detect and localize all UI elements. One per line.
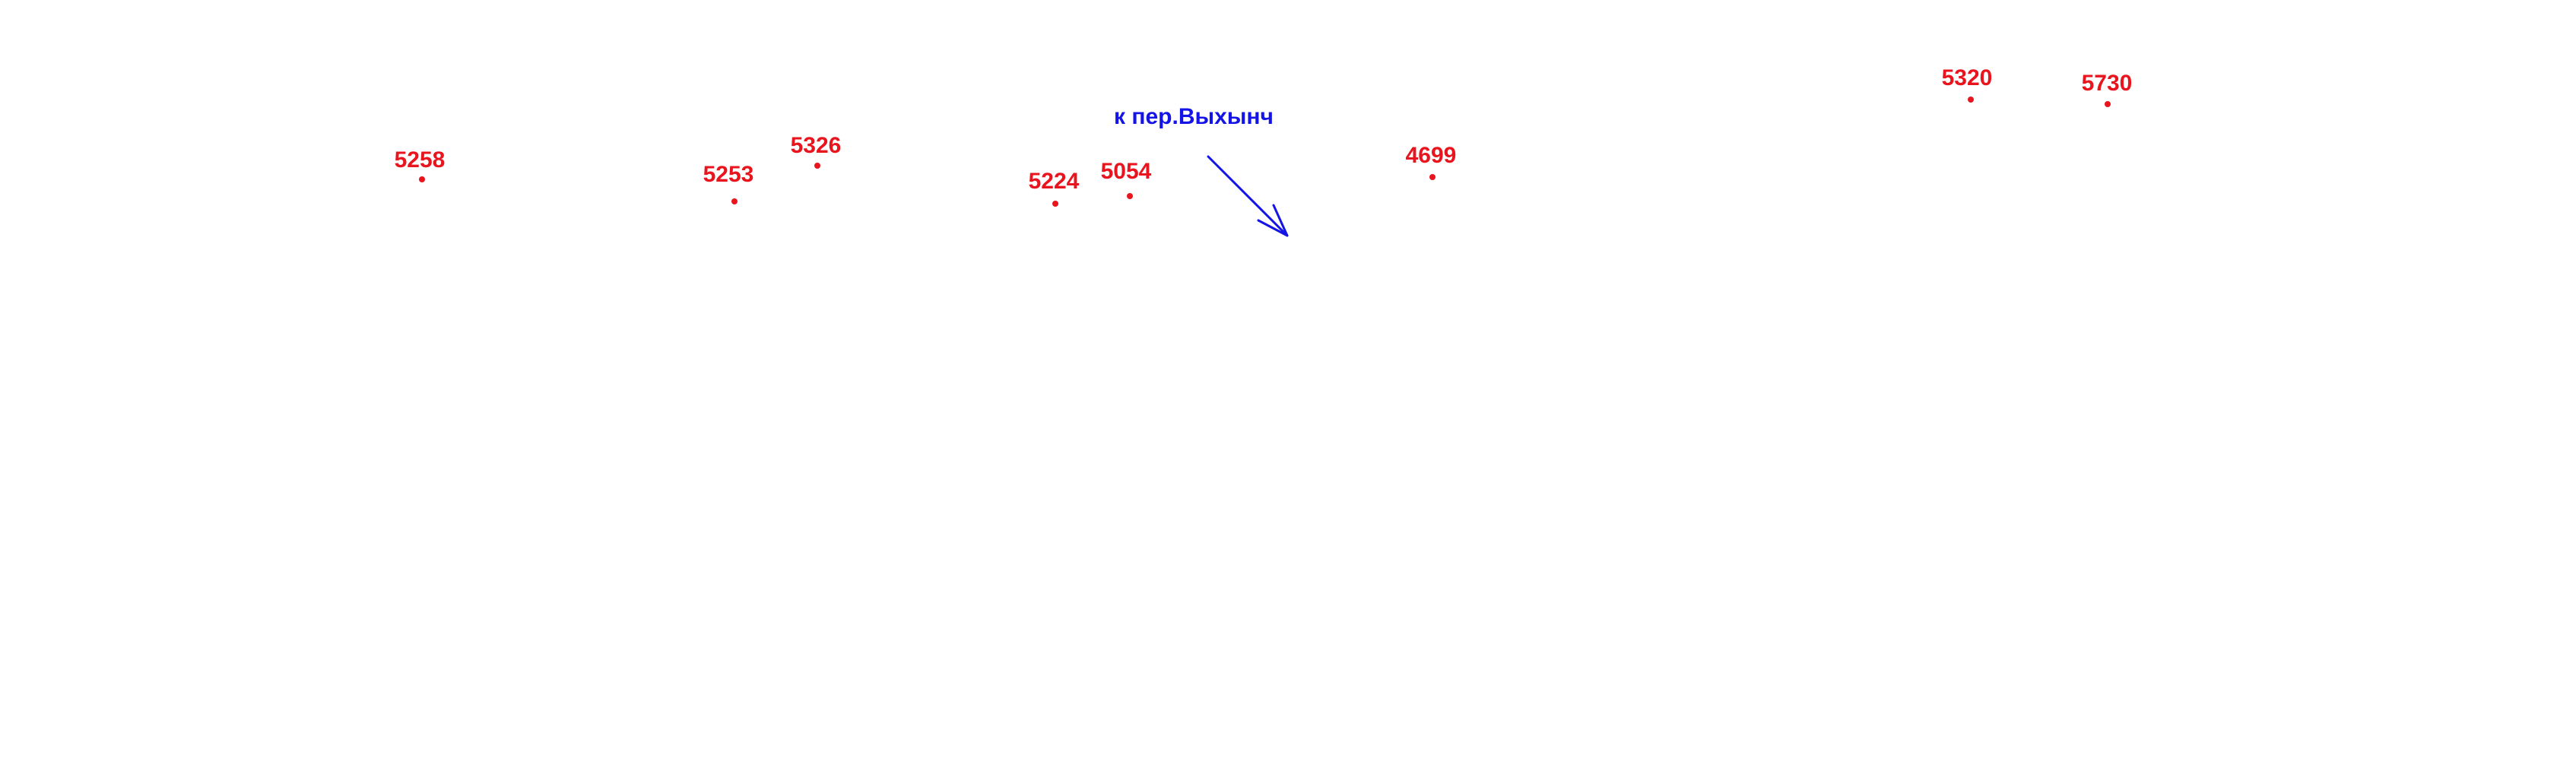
peak-elevation-label: 5320 xyxy=(1941,65,1993,90)
peak-elevation-label: 5326 xyxy=(790,133,842,158)
peak-elevation-label: 4699 xyxy=(1405,143,1457,168)
peak-point-icon xyxy=(1127,193,1133,199)
peak-elevation-label: 5730 xyxy=(2081,71,2133,96)
peak-point-icon xyxy=(814,163,820,169)
pass-direction-label: к пер.Выхынч xyxy=(1114,104,1274,129)
peak-point-icon xyxy=(419,176,425,182)
peak-elevation-label: 5224 xyxy=(1028,169,1080,194)
peak-point-icon xyxy=(2105,101,2111,107)
peak-elevation-label: 5253 xyxy=(703,162,754,187)
peak-point-icon xyxy=(1052,201,1058,207)
peak-elevation-label: 5258 xyxy=(394,147,446,173)
peak-point-icon xyxy=(731,198,738,204)
peak-point-icon xyxy=(1429,174,1436,180)
peak-elevation-label: 5054 xyxy=(1100,159,1152,184)
peak-point-icon xyxy=(1968,97,1974,103)
